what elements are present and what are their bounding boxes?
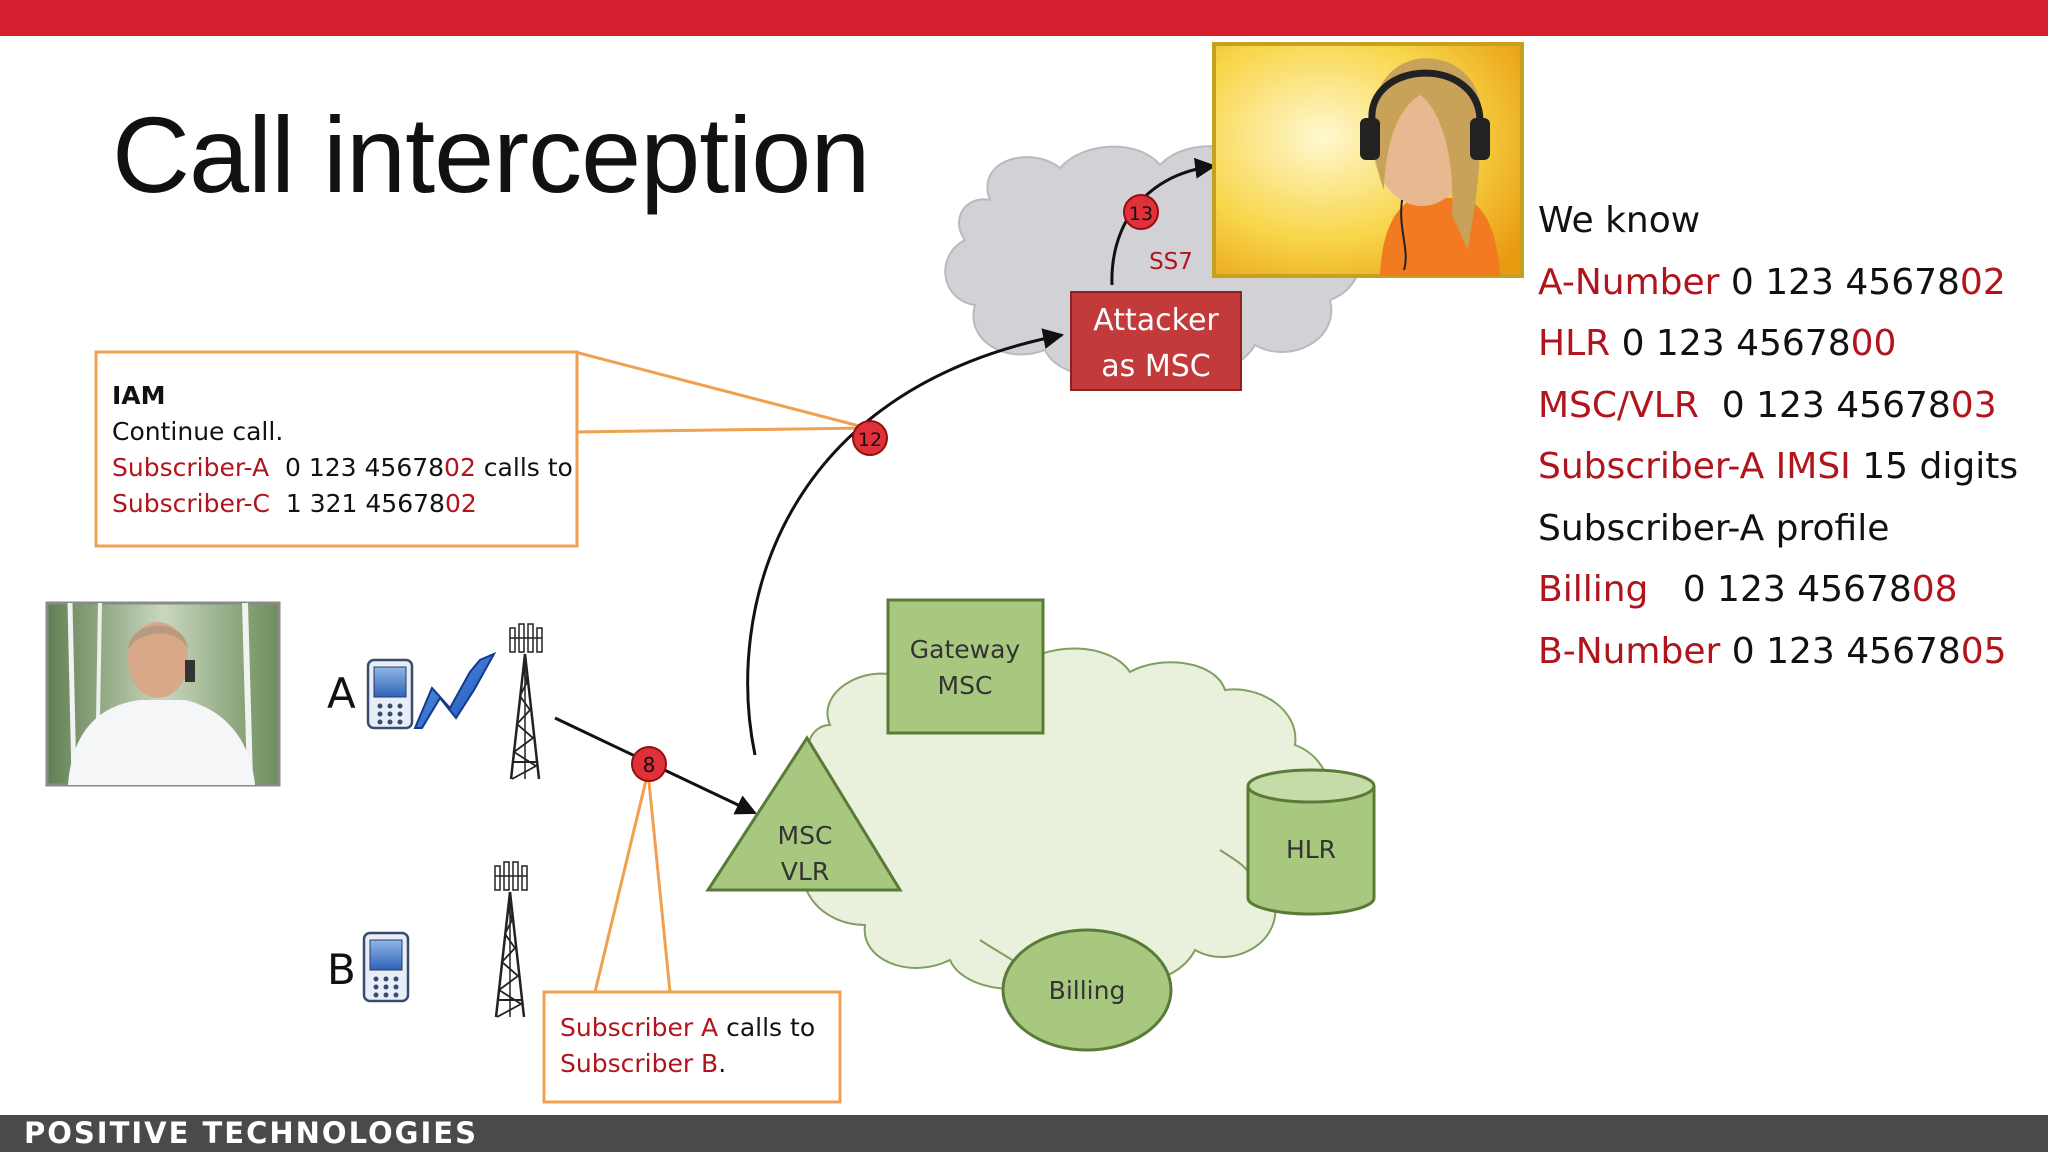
b-number-prefix: 0 123 45678 bbox=[1720, 630, 1961, 672]
svg-text:13: 13 bbox=[1129, 203, 1153, 225]
profile-line: Subscriber-A profile bbox=[1538, 507, 1890, 549]
billing-node: Billing bbox=[1001, 928, 1173, 1052]
call-line2-black: . bbox=[718, 1049, 727, 1078]
call-callout-pointer bbox=[593, 771, 672, 993]
msc-label-line2: VLR bbox=[781, 857, 829, 886]
slide-title: Call interception bbox=[112, 94, 870, 215]
msc-vlr-line: MSC/VLR 0 123 4567803 bbox=[1538, 375, 2038, 437]
step-badge-13: 13 bbox=[1123, 194, 1159, 230]
b-number-line: B-Number 0 123 4567805 bbox=[1538, 621, 2038, 683]
svg-text:12: 12 bbox=[858, 429, 882, 451]
imsi-label: Subscriber-A IMSI bbox=[1538, 446, 1851, 487]
iam-sub-c-label: Subscriber-C bbox=[112, 489, 270, 518]
msc-vlr-label: MSC/VLR bbox=[1538, 384, 1699, 426]
gateway-msc-node: Gateway MSC bbox=[886, 598, 1045, 735]
iam-sub-c-prefix: 1 321 45678 bbox=[269, 489, 445, 518]
we-know-heading: We know bbox=[1538, 200, 1701, 241]
iam-sub-a-prefix: 0 123 45678 bbox=[269, 453, 445, 482]
b-number-label: B-Number bbox=[1538, 630, 1721, 672]
iam-sub-a-suffix: 02 bbox=[444, 453, 476, 482]
hlr-line-label: HLR bbox=[1538, 323, 1611, 364]
msc-vlr-node: MSC VLR bbox=[705, 735, 903, 892]
a-number-prefix: 0 123 45678 bbox=[1719, 261, 1960, 303]
brand-logo: POSITIVE TECHNOLOGIES bbox=[24, 1116, 478, 1150]
call-callout-box bbox=[542, 990, 842, 1104]
iam-callout-box bbox=[94, 350, 579, 548]
imsi-line: Subscriber-A IMSI 15 digits bbox=[1538, 436, 2038, 498]
radio-tower-icon bbox=[509, 623, 543, 780]
billing-prefix: 0 123 45678 bbox=[1648, 569, 1912, 610]
call-line2: Subscriber B. bbox=[560, 1046, 815, 1082]
msc-label-line1: MSC bbox=[778, 821, 833, 850]
lightning-icon bbox=[413, 651, 497, 729]
msc-vlr-prefix: 0 123 45678 bbox=[1698, 384, 1951, 426]
call-line1-black: calls to bbox=[718, 1013, 816, 1042]
a-number-label: A-Number bbox=[1538, 261, 1720, 303]
b-number-suffix: 05 bbox=[1960, 630, 2007, 672]
call-line2-red: Subscriber B bbox=[560, 1049, 719, 1078]
attacker-label-line1: Attacker bbox=[1093, 303, 1219, 338]
iam-sub-c-suffix: 02 bbox=[444, 489, 477, 518]
call-callout-text: Subscriber A calls to Subscriber B. bbox=[560, 1010, 815, 1082]
call-line1: Subscriber A calls to bbox=[560, 1010, 815, 1046]
iam-callout-text: IAM Continue call. Subscriber-A 0 123 45… bbox=[112, 378, 573, 522]
iam-sub-a-label: Subscriber-A bbox=[112, 453, 270, 482]
iam-sub-a-line: Subscriber-A 0 123 4567802 calls to bbox=[112, 450, 573, 486]
phone-icon bbox=[362, 931, 410, 1003]
gateway-label-line1: Gateway bbox=[910, 635, 1021, 664]
hlr-label: HLR bbox=[1286, 835, 1336, 864]
imsi-rest: 15 digits bbox=[1850, 446, 2019, 487]
top-accent-bar bbox=[0, 0, 2048, 36]
hlr-prefix: 0 123 45678 bbox=[1610, 323, 1851, 364]
iam-line1: Continue call. bbox=[112, 417, 284, 446]
billing-line-label: Billing bbox=[1538, 569, 1649, 610]
call-line1-red: Subscriber A bbox=[560, 1013, 719, 1042]
svg-text:8: 8 bbox=[643, 753, 656, 777]
radio-tower-icon bbox=[494, 861, 528, 1018]
a-number-suffix: 02 bbox=[1959, 261, 2006, 303]
arrow-12-to-attacker bbox=[746, 328, 1065, 756]
iam-heading: IAM bbox=[112, 381, 166, 410]
hlr-node: HLR bbox=[1246, 768, 1376, 916]
subscriber-a-label: A bbox=[327, 669, 356, 718]
hlr-line: HLR 0 123 4567800 bbox=[1538, 313, 2038, 375]
iam-callout-pointer bbox=[574, 350, 868, 434]
billing-line: Billing 0 123 4567808 bbox=[1538, 559, 2038, 621]
attacker-label-line2: as MSC bbox=[1101, 349, 1210, 384]
footer-bar: POSITIVE TECHNOLOGIES bbox=[0, 1115, 2048, 1152]
iam-sub-c-line: Subscriber-C 1 321 4567802 bbox=[112, 486, 573, 522]
step-badge-8: 8 bbox=[631, 746, 667, 782]
hlr-suffix: 00 bbox=[1850, 323, 1897, 364]
billing-suffix: 08 bbox=[1911, 569, 1958, 610]
we-know-list: We know A-Number 0 123 4567802 HLR 0 123… bbox=[1538, 190, 2038, 682]
listener-photo bbox=[1212, 42, 1524, 278]
phone-icon bbox=[366, 658, 414, 730]
a-number-line: A-Number 0 123 4567802 bbox=[1538, 252, 2038, 314]
iam-sub-a-tail: calls to bbox=[475, 453, 573, 482]
msc-vlr-suffix: 03 bbox=[1950, 384, 1997, 426]
billing-label: Billing bbox=[1049, 976, 1126, 1005]
gateway-label-line2: MSC bbox=[938, 671, 993, 700]
subscriber-b-label: B bbox=[327, 945, 356, 994]
ss7-label: SS7 bbox=[1149, 249, 1193, 275]
attacker-msc-node: Attacker as MSC bbox=[1070, 291, 1242, 391]
step-badge-12: 12 bbox=[852, 420, 888, 456]
subscriber-a-photo bbox=[45, 601, 281, 787]
